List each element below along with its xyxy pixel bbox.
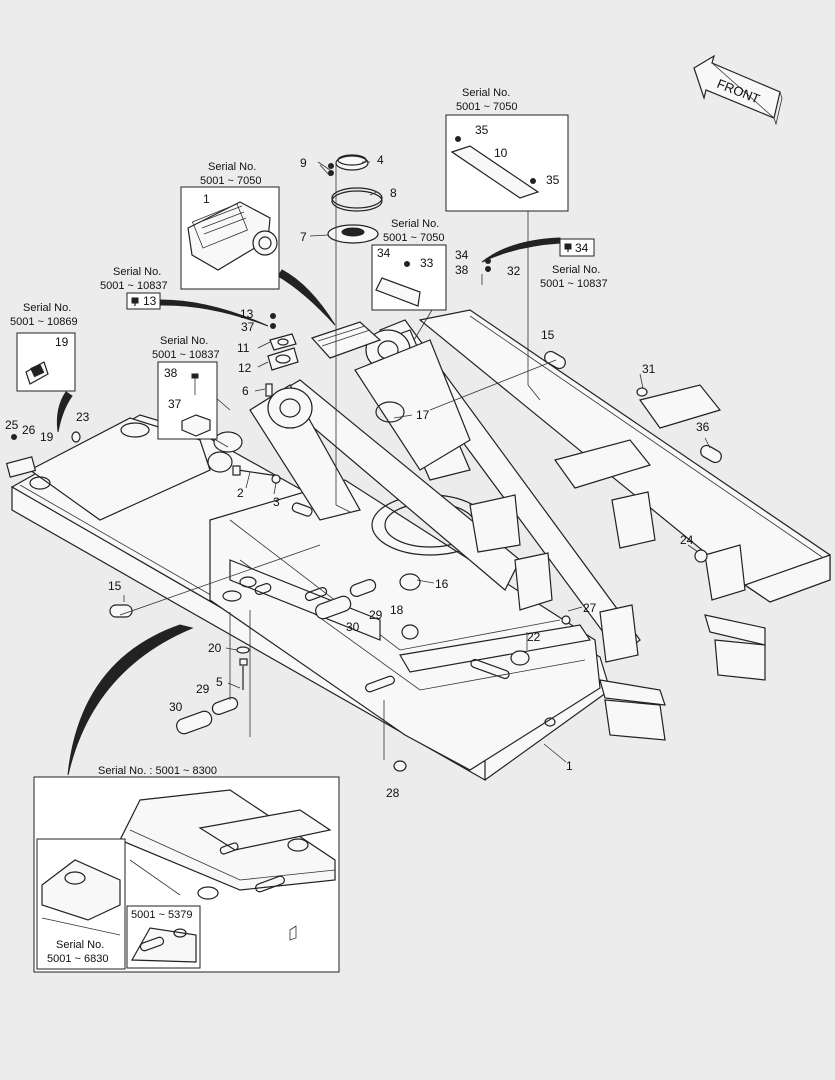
callout-13b: 13	[240, 307, 254, 321]
part-11-12-plates	[267, 333, 299, 371]
callout-2: 2	[237, 486, 244, 500]
callout-9: 9	[300, 156, 307, 170]
callout-13a: 13	[143, 294, 157, 308]
callout-4: 4	[377, 153, 384, 167]
serial-5379: 5001 ~ 5379	[131, 909, 192, 921]
serial-10837-box-line1: Serial No.	[160, 335, 208, 347]
callout-38a: 38	[455, 263, 469, 277]
callout-27: 27	[583, 601, 597, 615]
callout-11: 11	[237, 341, 250, 355]
callout-34b: 34	[455, 248, 469, 262]
part-5-bolt	[239, 658, 248, 690]
callout-24: 24	[680, 533, 694, 547]
inset-serial-7050-mid	[371, 244, 447, 311]
boxed-label-13	[126, 292, 161, 310]
callout-18: 18	[390, 603, 404, 617]
callout-25: 25	[5, 418, 19, 432]
callout-17: 17	[416, 408, 430, 422]
serial-7050-right-line2: 5001 ~ 7050	[456, 101, 517, 113]
serial-labels: Serial No. 5001 ~ 7050 Serial No. 5001 ~…	[10, 87, 608, 965]
serial-6830-line1: Serial No.	[56, 939, 104, 951]
main-frame	[10, 309, 831, 782]
callout-10: 10	[494, 146, 508, 160]
part-6-pin	[265, 383, 273, 397]
callout-26: 26	[22, 423, 36, 437]
callout-3: 3	[273, 495, 280, 509]
callout-5: 5	[216, 675, 223, 689]
serial-7050-left-line1: Serial No.	[208, 161, 256, 173]
serial-7050-mid-line1: Serial No.	[391, 218, 439, 230]
part-36-grommet	[700, 444, 722, 464]
leader-lines	[119, 161, 711, 763]
callout-30b: 30	[169, 700, 183, 714]
part-30-grommets	[176, 595, 352, 735]
callout-33: 33	[420, 256, 434, 270]
callout-7: 7	[300, 230, 307, 244]
callout-32: 32	[507, 264, 521, 278]
callout-37a: 37	[241, 320, 255, 334]
serial-7050-right-line1: Serial No.	[462, 87, 510, 99]
callout-20: 20	[208, 641, 222, 655]
part-small-caps	[71, 387, 708, 772]
part-3-nut	[271, 474, 281, 484]
callout-28: 28	[386, 786, 400, 800]
small-bolts	[11, 163, 491, 440]
serial-10869-line1: Serial No.	[23, 302, 71, 314]
inset-serial-6830	[36, 838, 126, 970]
callout-23: 23	[76, 410, 90, 424]
serial-7050-left-line2: 5001 ~ 7050	[200, 175, 261, 187]
callout-15b: 15	[108, 579, 122, 593]
serial-8300: Serial No. : 5001 ~ 8300	[98, 765, 217, 777]
inset-serial-7050-left	[180, 186, 280, 290]
serial-10837-box-line2: 5001 ~ 10837	[152, 349, 220, 361]
callout-34a: 34	[377, 246, 391, 260]
serial-10837-left-line2: 5001 ~ 10837	[100, 280, 168, 292]
inset-serial-5379	[126, 905, 201, 969]
callout-16: 16	[435, 577, 449, 591]
callout-12: 12	[238, 361, 252, 375]
serial-6830-line2: 5001 ~ 6830	[47, 953, 108, 965]
callout-1-inset: 1	[203, 192, 210, 206]
callout-31: 31	[642, 362, 656, 376]
part-29-grommets	[211, 579, 377, 715]
callout-35b: 35	[546, 173, 560, 187]
part-2-bolt	[232, 465, 279, 477]
part-16-18-22-caps	[399, 573, 530, 666]
callout-29b: 29	[196, 682, 210, 696]
serial-7050-mid-line2: 5001 ~ 7050	[383, 232, 444, 244]
callout-29a: 29	[369, 608, 383, 622]
part-19-tag	[5, 456, 37, 478]
part-7-flange	[327, 224, 379, 244]
callout-1: 1	[566, 759, 573, 773]
inset-serial-10869-box	[16, 332, 76, 392]
callout-35a: 35	[475, 123, 489, 137]
serial-10837-right-line1: Serial No.	[552, 264, 600, 276]
callout-15a: 15	[541, 328, 555, 342]
part-4-cover-ring	[335, 154, 369, 171]
serial-10869-line2: 5001 ~ 10869	[10, 316, 78, 328]
part-20-washer	[236, 646, 250, 654]
serial-10837-left-line1: Serial No.	[113, 266, 161, 278]
boxed-label-34	[559, 238, 595, 257]
callout-19b: 19	[40, 430, 54, 444]
part-8-shims	[331, 187, 383, 212]
callout-22: 22	[527, 630, 541, 644]
serial-10837-right-line2: 5001 ~ 10837	[540, 278, 608, 290]
callout-19a: 19	[55, 335, 69, 349]
inset-serial-10837-box	[157, 361, 218, 440]
front-arrow-icon: FRONT	[693, 54, 783, 126]
callout-34c: 34	[575, 241, 589, 255]
callout-30a: 30	[346, 620, 360, 634]
callout-numbers: 35 10 35 9 4 8 7 1 34 33 34 38 32 34 13 …	[5, 123, 710, 800]
inset-serial-7050-right	[445, 114, 569, 212]
callout-36: 36	[696, 420, 710, 434]
callout-8: 8	[390, 186, 397, 200]
callout-38b: 38	[164, 366, 178, 380]
callout-37b: 37	[168, 397, 182, 411]
callout-6: 6	[242, 384, 249, 398]
